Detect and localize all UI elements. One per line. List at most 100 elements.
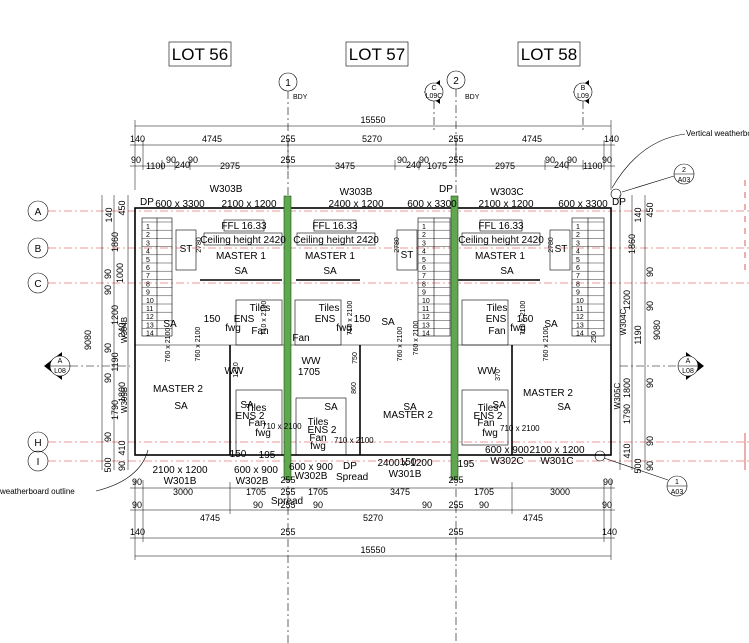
lot-58-label: LOT 58 [521,45,577,64]
svg-text:DP: DP [343,461,357,472]
svg-text:DP: DP [140,197,154,208]
svg-text:450: 450 [645,202,655,217]
section-marker-b: B L09 [573,80,593,130]
firewall-right [450,195,459,481]
svg-text:410: 410 [622,443,632,458]
stair-number: 2 [576,232,580,239]
svg-text:1705: 1705 [246,487,266,497]
svg-text:SA: SA [323,266,337,277]
svg-text:4745: 4745 [523,513,543,523]
svg-text:Ceiling height 2420: Ceiling height 2420 [293,235,379,246]
svg-text:ST: ST [555,244,568,255]
stair-number: 4 [576,249,580,256]
lot-56-label: LOT 56 [172,45,228,64]
stair-number: 4 [422,249,426,256]
stair-number: 6 [422,265,426,272]
stair-number: 13 [146,322,154,329]
svg-text:fwg: fwg [310,441,326,452]
svg-text:WW: WW [478,366,497,377]
svg-text:2: 2 [453,76,459,87]
svg-text:1200: 1200 [110,305,120,325]
svg-text:Ceiling height 2420: Ceiling height 2420 [200,235,286,246]
grid-rows: A B C H I [27,180,749,472]
stair-number: 14 [422,331,430,338]
vertical-weatherboard-note: Vertical weatherbo [611,129,749,189]
svg-text:Tiles: Tiles [308,417,329,428]
stair-number: 11 [422,306,429,313]
svg-text:710 x 2100: 710 x 2100 [261,301,268,336]
stair-number: 14 [576,331,584,338]
svg-text:1705: 1705 [298,367,321,378]
top-dimensions: 15550 140 4745 255 5270 255 4745 140 90 … [130,115,619,190]
svg-text:2975: 2975 [220,161,240,171]
svg-text:250: 250 [591,331,598,343]
svg-text:255: 255 [280,527,295,537]
svg-text:BDY: BDY [465,94,480,101]
svg-text:5270: 5270 [362,134,382,144]
svg-text:FFL 16.33: FFL 16.33 [478,221,524,232]
svg-text:W301B: W301B [389,469,422,480]
svg-text:W302C: W302C [490,456,523,467]
svg-text:4745: 4745 [200,513,220,523]
svg-text:1190: 1190 [110,352,120,371]
svg-text:15550: 15550 [360,115,385,125]
svg-text:W301C: W301C [540,456,573,467]
svg-text:W303B: W303B [340,187,373,198]
svg-text:90: 90 [132,477,142,487]
stair-number: 6 [146,265,150,272]
svg-text:9080: 9080 [83,330,93,350]
svg-text:1800: 1800 [622,378,632,398]
svg-text:ENS 2: ENS 2 [236,411,265,422]
stair-number: 8 [146,281,150,288]
svg-text:1800: 1800 [117,382,127,402]
svg-text:weatherboard outline: weatherboard outline [0,487,75,496]
svg-text:710 x 2100: 710 x 2100 [500,424,540,433]
svg-text:760 x 2100: 760 x 2100 [397,327,404,362]
svg-text:3000: 3000 [550,487,570,497]
svg-text:710 x 2100: 710 x 2100 [520,301,527,336]
svg-text:W304C: W304C [619,308,628,335]
svg-text:ENS: ENS [234,314,255,325]
lot-57-label: LOT 57 [349,45,405,64]
svg-text:SA: SA [544,319,558,330]
svg-text:W303C: W303C [490,187,523,198]
svg-text:1210: 1210 [233,362,240,378]
svg-text:SA: SA [174,401,188,412]
svg-text:90: 90 [132,500,142,510]
svg-text:500: 500 [103,457,113,472]
svg-text:255: 255 [448,475,463,485]
svg-text:140: 140 [633,207,643,222]
stair-number: 1 [146,224,150,231]
svg-text:Ceiling height 2420: Ceiling height 2420 [458,235,544,246]
svg-text:4745: 4745 [522,134,542,144]
svg-text:SA: SA [381,317,395,328]
right-dimensions: 9080 140 450 1860 90 1200 90 1190 90 180… [619,195,662,474]
svg-text:90: 90 [313,500,323,510]
svg-text:3475: 3475 [390,487,410,497]
left-dimensions: 9080 140 450 1860 90 1000 90 1200 240 90… [83,195,129,473]
svg-text:Fan: Fan [248,418,265,429]
svg-text:140: 140 [130,134,145,144]
svg-text:A: A [35,207,42,218]
svg-text:195: 195 [458,459,475,470]
svg-text:A: A [686,358,691,365]
svg-text:140: 140 [130,527,145,537]
svg-text:600 x 900: 600 x 900 [485,445,529,456]
svg-text:1200: 1200 [622,290,632,310]
svg-text:150: 150 [354,314,371,325]
svg-text:150: 150 [204,314,221,325]
svg-text:1860: 1860 [110,232,120,252]
svg-text:SA: SA [403,402,417,413]
svg-text:240: 240 [554,160,569,170]
stair-number: 7 [146,273,150,280]
svg-text:2975: 2975 [495,161,515,171]
svg-text:150: 150 [517,314,534,325]
svg-text:2780: 2780 [394,237,401,253]
stair-number: 2 [146,232,150,239]
svg-text:2100 x 1200: 2100 x 1200 [152,465,207,476]
svg-text:WW: WW [302,356,321,367]
svg-text:3475: 3475 [335,161,355,171]
svg-text:760 x 2100: 760 x 2100 [413,321,420,356]
svg-text:760 x 2100: 760 x 2100 [165,328,172,363]
svg-text:Tiles: Tiles [478,403,499,414]
